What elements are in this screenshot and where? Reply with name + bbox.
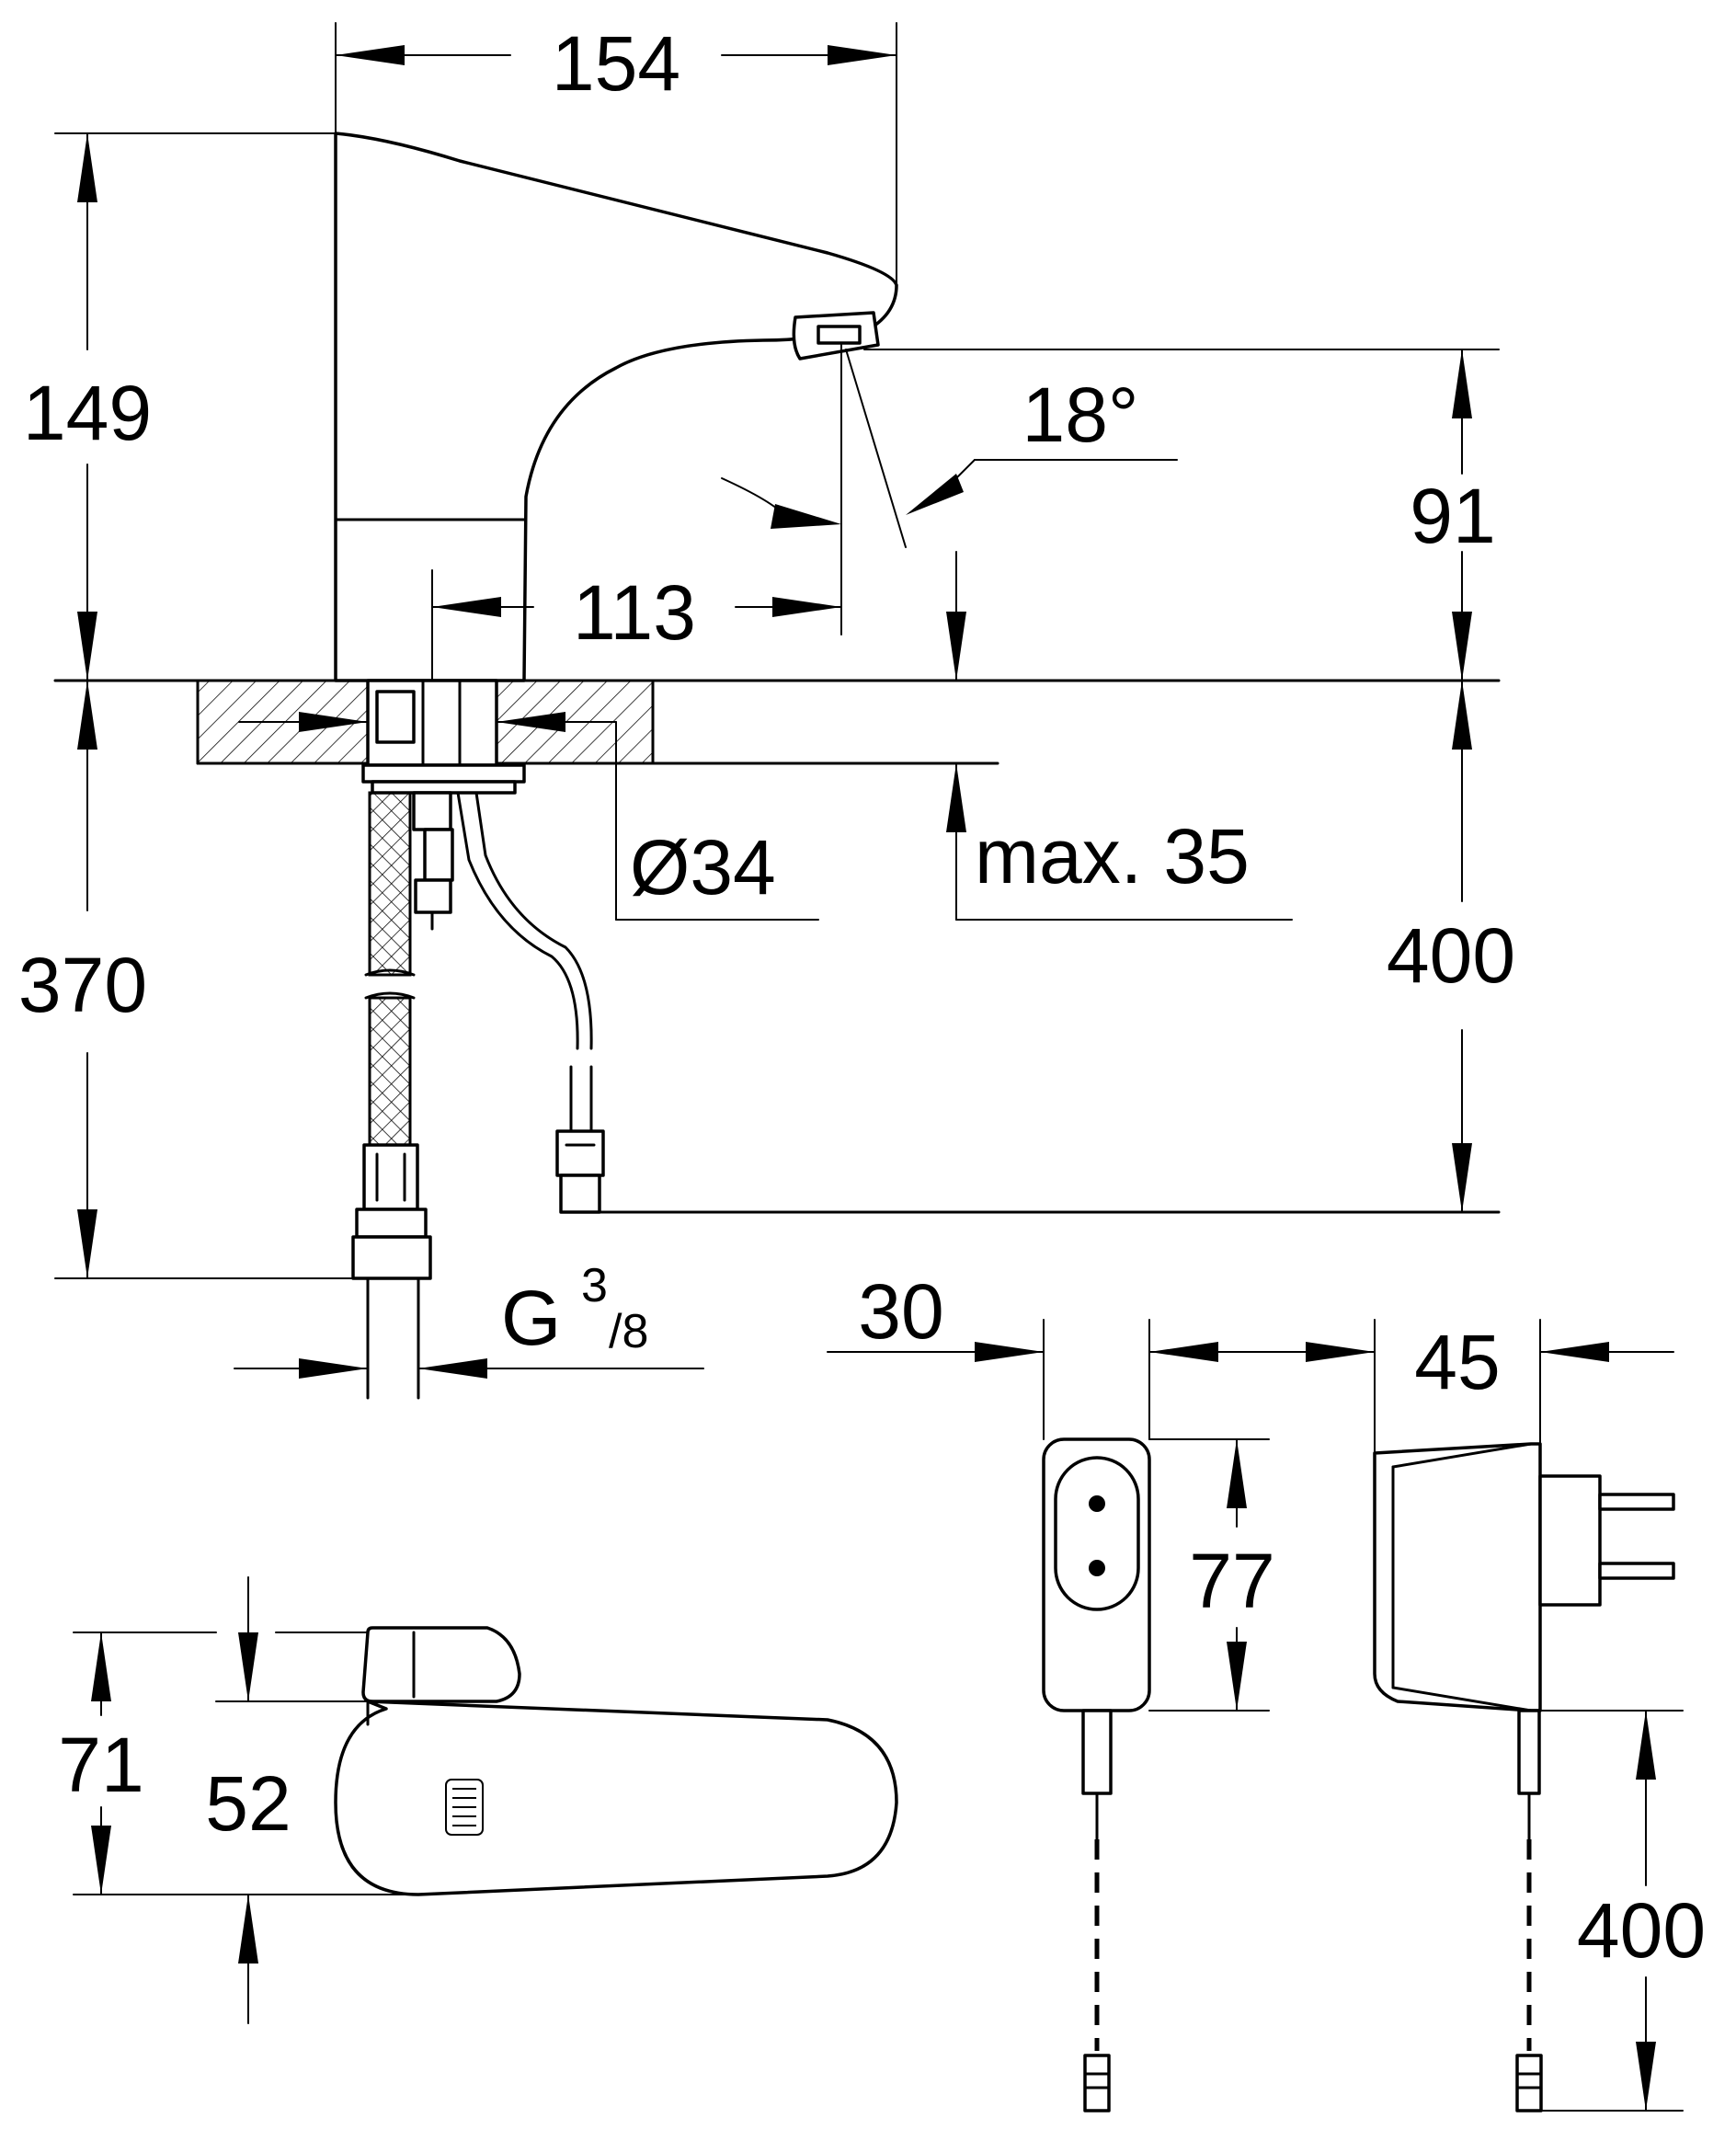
brand-logo-icon xyxy=(445,1779,484,1836)
power-adapter-front-view xyxy=(1042,1437,1151,2112)
dim-149-label: 149 xyxy=(23,370,152,456)
dim-thread-den-label: /8 xyxy=(609,1305,648,1358)
dim-spout-length: 154 xyxy=(335,20,897,286)
dim-hose-length: 370 xyxy=(18,680,364,1279)
faucet-side-view xyxy=(334,132,898,682)
dim-spout-reach: 113 xyxy=(431,569,842,681)
dim-hole-diameter: Ø34 xyxy=(238,712,819,921)
dim-91-label: 91 xyxy=(1410,473,1495,559)
dim-adapter-cable-length: 400 xyxy=(1539,1710,1706,2112)
dim-370-label: 370 xyxy=(18,942,147,1028)
dim-adapter-400-label: 400 xyxy=(1577,1887,1706,1974)
dim-77-label: 77 xyxy=(1189,1538,1274,1624)
dim-handle-offset: 52 xyxy=(205,1576,369,2024)
dim-18-label: 18° xyxy=(1022,372,1138,458)
sensor-cable xyxy=(456,791,1501,1214)
dim-adapter-height: 77 xyxy=(1148,1438,1275,1712)
power-adapter-side-view xyxy=(1373,1442,1675,2112)
dim-400-label: 400 xyxy=(1387,912,1515,999)
dim-cable-length: 400 xyxy=(1387,680,1515,1213)
dim-thread-num-label: 3 xyxy=(581,1259,608,1312)
solenoid-connector xyxy=(412,791,454,931)
dim-adapter-side-depth: 45 xyxy=(1306,1319,1674,1454)
dim-max-deck: max. 35 xyxy=(946,762,1293,921)
dim-34-label: Ø34 xyxy=(630,824,776,910)
dim-45-label: 45 xyxy=(1414,1319,1500,1405)
faucet-top-view xyxy=(334,1626,898,1896)
dim-total-height: 149 xyxy=(23,132,337,681)
deck-section xyxy=(53,679,1501,795)
dim-thread: G 3 /8 xyxy=(234,1259,704,1379)
dim-max35-label: max. 35 xyxy=(975,813,1250,899)
dim-thread-g-label: G xyxy=(501,1275,561,1361)
dim-handle-height: 71 xyxy=(58,1632,419,1895)
dim-sensor-angle: 18° xyxy=(721,344,1178,635)
dim-adapter-depth: 30 xyxy=(827,1268,1376,1440)
supply-hose xyxy=(351,791,432,1400)
dim-154-label: 154 xyxy=(552,20,680,107)
dim-52-label: 52 xyxy=(205,1760,291,1847)
dim-30-label: 30 xyxy=(858,1268,943,1355)
dim-113-label: 113 xyxy=(573,569,696,656)
dim-spout-clearance: 91 xyxy=(863,349,1500,681)
dim-71-label: 71 xyxy=(58,1722,143,1808)
